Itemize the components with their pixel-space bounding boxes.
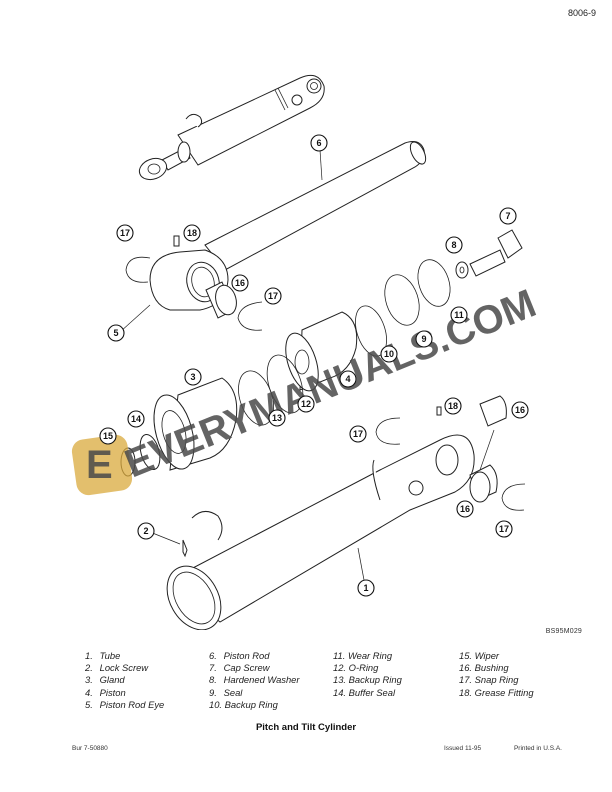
legend-item: 11. Wear Ring [333,650,393,661]
legend-item: 8. Hardened Washer [209,674,300,686]
svg-text:16: 16 [515,405,525,415]
legend-column-2: 6. Piston Rod 7. Cap Screw 8. Hardened W… [209,650,333,711]
piston-rings-and-screw [238,229,523,426]
legend-column-4: 15. Wiper 16. Bushing 17. Snap Ring 18. … [459,650,569,711]
callout-7: 7 [499,207,517,225]
legend-item: 16. Bushing [459,662,509,674]
svg-text:18: 18 [187,228,197,238]
callout-12: 12 [297,395,315,413]
legend-item: 9. Seal [209,686,243,698]
legend-item: 18. Grease Fitting [459,686,534,698]
legend-item: 2. Lock Screw [85,662,149,674]
callout-11: 11 [450,306,468,324]
callout-18b: 18 [444,397,462,415]
callout-8: 8 [445,236,463,254]
legend-item: 5. Piston Rod Eye [85,698,165,710]
callout-17b: 17 [264,287,282,305]
svg-text:9: 9 [421,334,426,344]
piston-rod-illustration [149,141,427,311]
legend-item: 17. Snap Ring [459,674,519,686]
exploded-view-diagram: E EVERYMANUALS.COM 1 2 3 4 5 6 7 8 9 10 … [71,74,542,630]
assembled-cylinder-illustration [138,74,325,181]
callout-17d: 17 [495,520,513,538]
callout-10: 10 [380,345,398,363]
svg-text:18: 18 [448,401,458,411]
callout-15: 15 [99,427,117,445]
leader-lines [119,149,365,581]
svg-text:13: 13 [272,413,282,423]
figure-id: BS95M029 [545,628,582,635]
legend-column-3: 11. Wear Ring 12. O-Ring 13. Backup Ring… [333,650,459,711]
callout-14: 14 [127,410,145,428]
svg-text:5: 5 [113,328,118,338]
legend-item: 1. Tube [85,650,121,661]
callout-13: 13 [268,409,286,427]
callout-18a: 18 [183,224,201,242]
svg-text:12: 12 [301,399,311,409]
callout-16a: 16 [231,274,249,292]
svg-text:17: 17 [353,429,363,439]
legend-item: 4. Piston [85,686,126,698]
legend-item: 7. Cap Screw [209,662,270,674]
legend-item: 13. Backup Ring [333,674,402,686]
callout-17c: 17 [349,425,367,443]
svg-text:E: E [86,443,113,487]
callout-9: 9 [415,330,433,348]
svg-text:17: 17 [499,524,509,534]
callout-2: 2 [137,522,155,540]
page-number: 8006-9 [567,8,596,18]
legend-item: 14. Buffer Seal [333,686,396,698]
watermark-text: EVERYMANUALS.COM [119,281,542,486]
svg-text:11: 11 [454,310,464,320]
legend-column-1: 1. Tube 2. Lock Screw 3. Gland 4. Piston… [85,650,209,711]
callout-5: 5 [107,324,125,342]
legend-item: 3. Gland [85,674,125,686]
upper-small-parts [125,256,263,331]
callout-16c: 16 [456,500,474,518]
callout-1: 1 [357,579,375,597]
callout-3: 3 [184,368,202,386]
printed-in: Printed in U.S.A. [513,745,562,752]
callout-6: 6 [310,134,328,152]
callout-17a: 17 [116,224,134,242]
callout-4: 4 [339,370,357,388]
svg-text:7: 7 [505,211,510,221]
svg-text:3: 3 [190,372,195,382]
svg-text:15: 15 [103,431,113,441]
svg-text:4: 4 [345,374,350,384]
figure-title: Pitch and Tilt Cylinder [255,722,357,733]
svg-text:6: 6 [316,138,321,148]
svg-text:17: 17 [120,228,130,238]
parts-legend: 1. Tube 2. Lock Screw 3. Gland 4. Piston… [85,650,569,711]
legend-item: 12. O-Ring [333,662,379,674]
callout-16b: 16 [511,401,529,419]
bur-number: Bur 7-50880 [72,745,108,752]
legend-item: 15. Wiper [459,650,500,661]
svg-text:14: 14 [131,414,141,424]
svg-text:1: 1 [363,583,368,593]
legend-item: 10. Backup Ring [209,698,278,710]
gland-assembly [120,377,238,477]
svg-text:16: 16 [460,504,470,514]
svg-text:10: 10 [384,349,394,359]
svg-text:2: 2 [143,526,148,536]
svg-text:16: 16 [235,278,245,288]
svg-text:17: 17 [268,291,278,301]
tube-illustration [166,395,526,630]
legend-item: 6. Piston Rod [209,650,270,661]
issued-date: Issued 11-95 [444,745,482,752]
svg-text:8: 8 [451,240,456,250]
